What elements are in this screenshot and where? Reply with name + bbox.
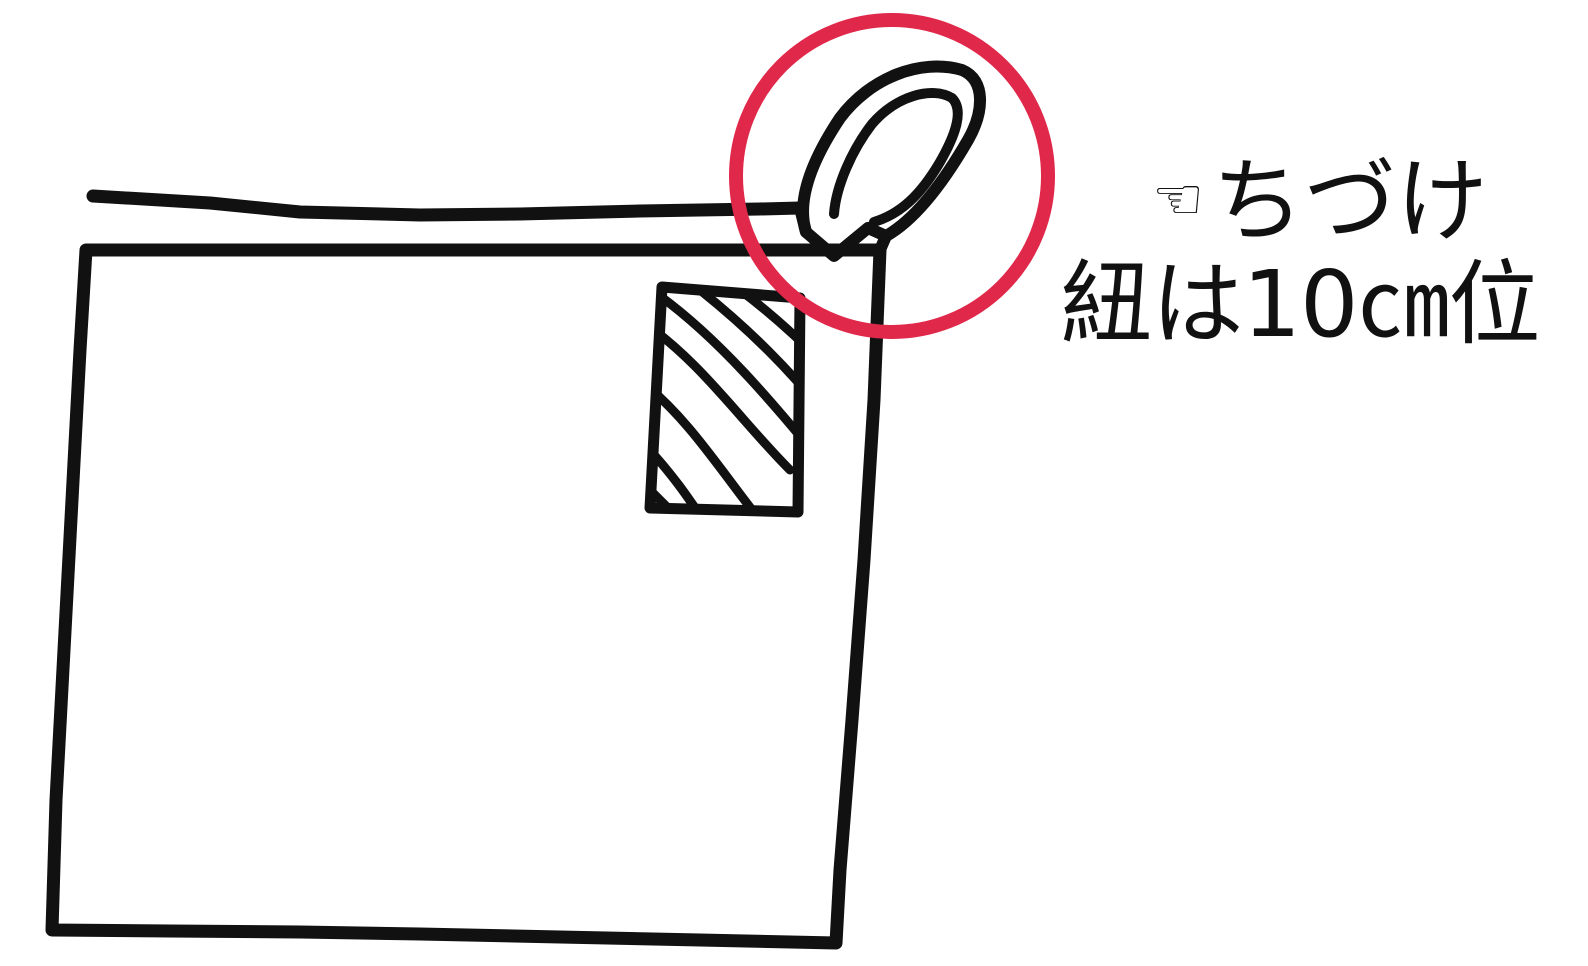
- annotation-line-1: ☜ちづけ: [1030, 150, 1570, 253]
- annotation: ☜ちづけ 紐は10㎝位: [1030, 150, 1570, 356]
- cloth-outline: [45, 189, 887, 950]
- annotation-title: ちづけ: [1211, 148, 1488, 255]
- highlight-circle: [729, 13, 1055, 339]
- pointing-hand-icon: ☜: [1151, 165, 1204, 233]
- hatched-patch: [644, 281, 806, 518]
- loop-inner: [829, 88, 963, 227]
- annotation-line-2: 紐は10㎝位: [1060, 251, 1540, 359]
- loop-outer: [797, 60, 986, 242]
